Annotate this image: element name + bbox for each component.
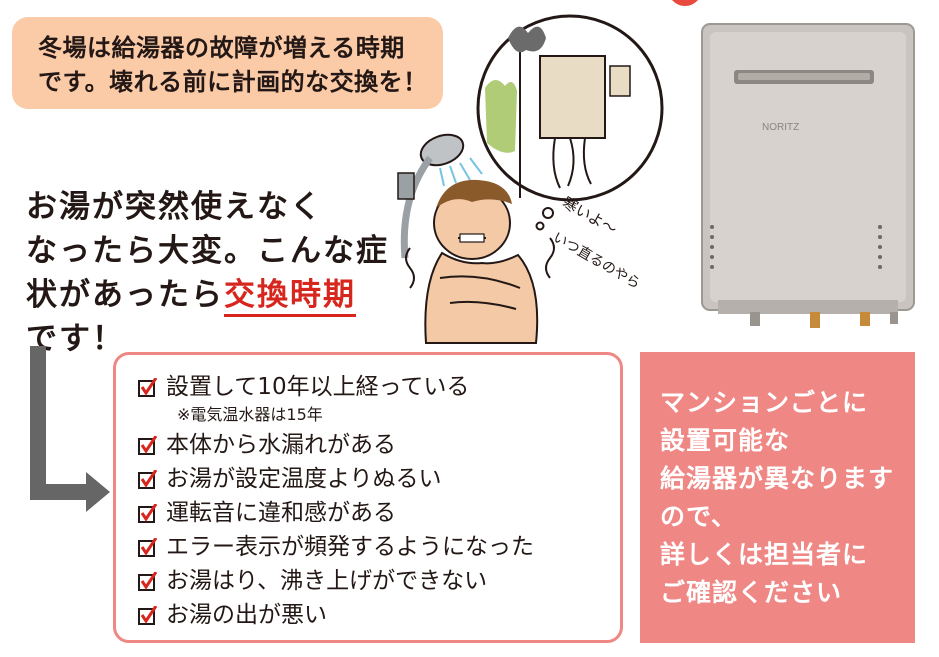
mansion-info-box: マンションごとに 設置可能な 給湯器が異なります ので、 詳しくは担当者に ご確… (640, 352, 915, 643)
checklist-item-label: 本体から水漏れがある (166, 432, 396, 458)
checklist-item: お湯の出が悪い (138, 601, 327, 629)
info-line: ご確認ください (660, 578, 843, 607)
checkbox-icon (138, 571, 157, 591)
shower-illustration (397, 14, 664, 344)
checklist-item: お湯はり、沸き上げができない (138, 567, 487, 595)
info-line: 詳しくは担当者に (660, 540, 869, 569)
headline-line-2: なったら大変。こんな症 (26, 233, 389, 269)
checklist-item-label: お湯はり、沸き上げができない (166, 568, 488, 594)
info-line: 給湯器が異なります (660, 464, 895, 493)
checklist-item: 本体から水漏れがある (138, 431, 396, 459)
info-line: マンションごとに (660, 388, 869, 417)
checklist-item-label: お湯が設定温度よりぬるい (166, 466, 442, 492)
checklist-item: 設置して10年以上経っている (138, 373, 469, 401)
elbow-arrow-icon (30, 346, 110, 512)
checklist-item-label: エラー表示が頻発するようになった (166, 534, 534, 560)
headline-line-3: 状があったら交換時期 (26, 273, 371, 317)
notice-line-2: です。壊れる前に計画的な交換を！ (38, 68, 428, 96)
checkbox-icon (138, 377, 157, 397)
heater-brand: NORITZ (762, 122, 799, 133)
winter-notice: 冬場は給湯器の故障が増える時期 です。壊れる前に計画的な交換を！ (12, 17, 443, 109)
checkbox-icon (138, 605, 157, 625)
headline-line-1: お湯が突然使えなく (26, 189, 323, 225)
headline-line-3-prefix: 状があったら (26, 277, 224, 313)
checklist-item: エラー表示が頻発するようになった (138, 533, 534, 561)
info-line: ので、 (660, 502, 738, 531)
checklist-note: ※電気温水器は15年 (177, 405, 323, 424)
decorative-arc (668, 0, 702, 6)
water-heater-image: NORITZ (701, 23, 915, 328)
checklist-item-label: 設置して10年以上経っている (166, 374, 470, 400)
checkbox-icon (138, 435, 157, 455)
symptom-checklist: 設置して10年以上経っている ※電気温水器は15年 本体から水漏れがある お湯が… (113, 352, 623, 643)
checkbox-icon (138, 503, 157, 523)
checkbox-icon (138, 469, 157, 489)
checklist-item: お湯が設定温度よりぬるい (138, 465, 442, 493)
headline-highlight: 交換時期 (224, 277, 356, 317)
checklist-item-label: お湯の出が悪い (166, 602, 327, 628)
checkbox-icon (138, 537, 157, 557)
checklist-item-label: 運転音に違和感がある (166, 500, 396, 526)
headline: お湯が突然使えなく なったら大変。こんな症 状があったら交換時期 です！ (26, 185, 389, 361)
info-line: 設置可能な (660, 426, 791, 455)
checklist-item: 運転音に違和感がある (138, 499, 396, 527)
notice-line-1: 冬場は給湯器の故障が増える時期 (38, 34, 405, 62)
